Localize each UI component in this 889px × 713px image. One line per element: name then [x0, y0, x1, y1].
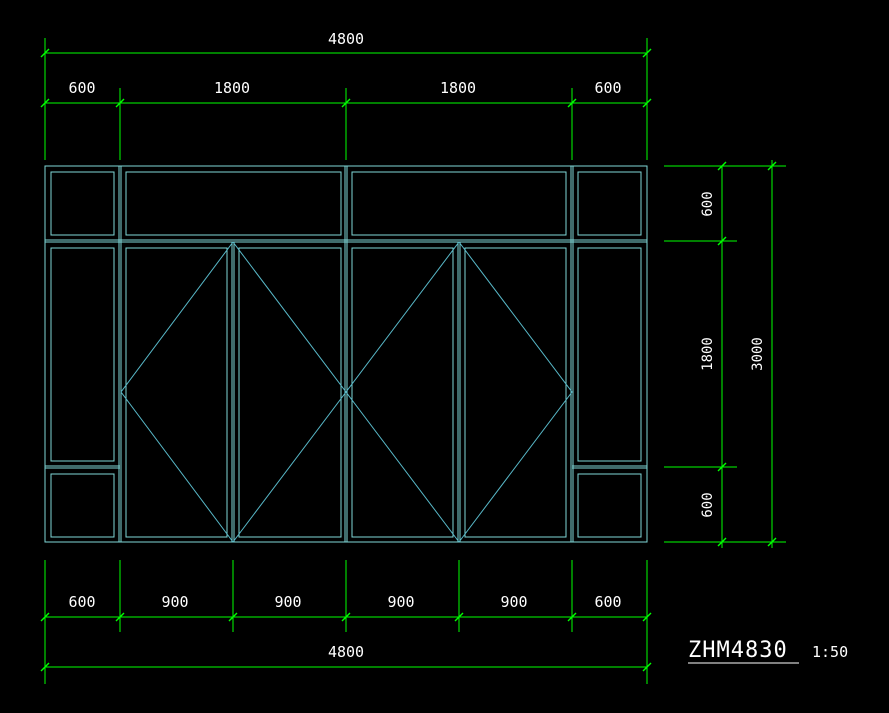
drawing-scale: 1:50: [812, 643, 848, 661]
right-dimensions: 600 1800 600 3000: [664, 160, 786, 548]
drawing-title-block: ZHM4830 1:50: [688, 638, 848, 664]
top-dim-3: 1800: [440, 79, 476, 97]
drawing-title: ZHM4830: [688, 638, 788, 663]
outer-frame: [44, 165, 648, 543]
bottom-dim-3: 900: [274, 593, 301, 611]
bottom-dim-1: 600: [68, 593, 95, 611]
swing-left-leaf-2: [232, 241, 347, 543]
swing-right-leaf-1: [345, 241, 460, 543]
right-dim-2: 1800: [700, 337, 716, 371]
top-overall-dim: 4800: [328, 30, 364, 48]
bottom-dim-2: 900: [161, 593, 188, 611]
bottom-dim-5: 900: [500, 593, 527, 611]
bottom-overall-dim: 4800: [328, 643, 364, 661]
bottom-dimensions: 600 900 900 900 900 600 4800: [40, 560, 652, 684]
top-dim-4: 600: [594, 79, 621, 97]
right-dim-1: 600: [700, 191, 716, 216]
swing-right-leaf-2: [458, 241, 573, 543]
swing-left-leaf-1: [120, 241, 234, 543]
top-dim-1: 600: [68, 79, 95, 97]
top-dimensions: 4800 600 1800 1800 600: [40, 30, 652, 160]
top-dim-2: 1800: [214, 79, 250, 97]
door-elevation: [44, 165, 648, 543]
bottom-dim-6: 600: [594, 593, 621, 611]
right-overall-dim: 3000: [750, 337, 766, 371]
right-dim-3: 600: [700, 492, 716, 517]
bottom-dim-4: 900: [387, 593, 414, 611]
